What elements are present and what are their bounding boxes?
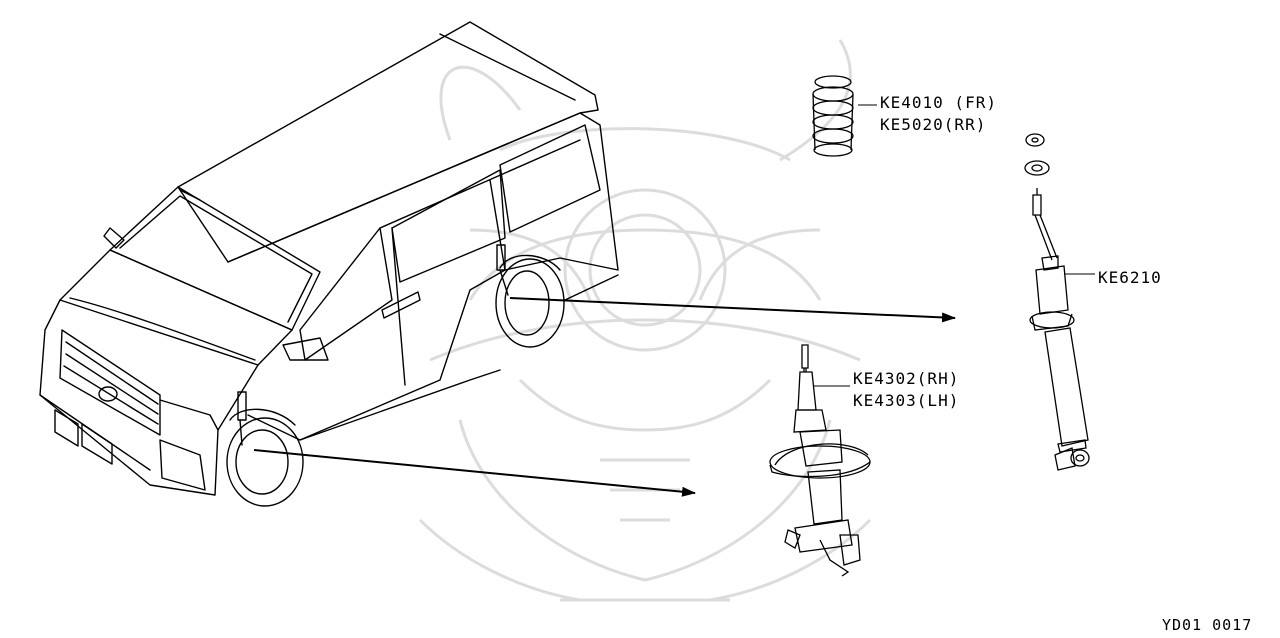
label-rear-shock: KE6210 [1098,268,1162,287]
rear-shock-absorber [1024,133,1095,471]
van-illustration [39,21,619,507]
label-spring-rr: KE5020(RR) [880,115,987,134]
front-strut-arrow [253,449,696,497]
label-strut-lh: KE4303(LH) [853,391,960,410]
diagram-code: YD01 0017 [1162,616,1253,634]
coil-spring [812,75,877,157]
label-spring-fr: KE4010 (FR) [880,93,997,112]
front-strut [769,344,871,577]
rear-shock-arrow [509,297,956,323]
watermark-logo [418,39,872,602]
label-strut-rh: KE4302(RH) [853,369,960,388]
